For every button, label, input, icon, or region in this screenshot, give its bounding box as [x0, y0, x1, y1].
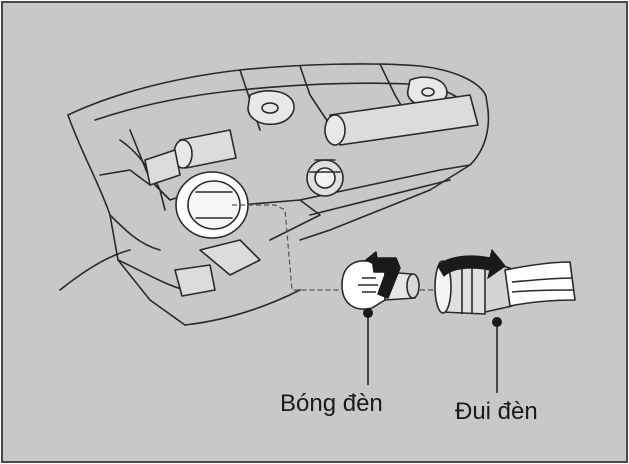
headlight-assembly	[59, 63, 490, 326]
callout-bulb	[363, 308, 373, 385]
pull-arrow-icon	[437, 248, 506, 280]
socket-label: Đui đèn	[455, 398, 538, 425]
socket-icon	[434, 257, 576, 315]
callout-socket	[492, 317, 502, 393]
assembly-leader-line	[232, 204, 350, 291]
rotate-arrow-icon	[365, 251, 401, 299]
bulb-label: Bóng đèn	[280, 390, 383, 417]
